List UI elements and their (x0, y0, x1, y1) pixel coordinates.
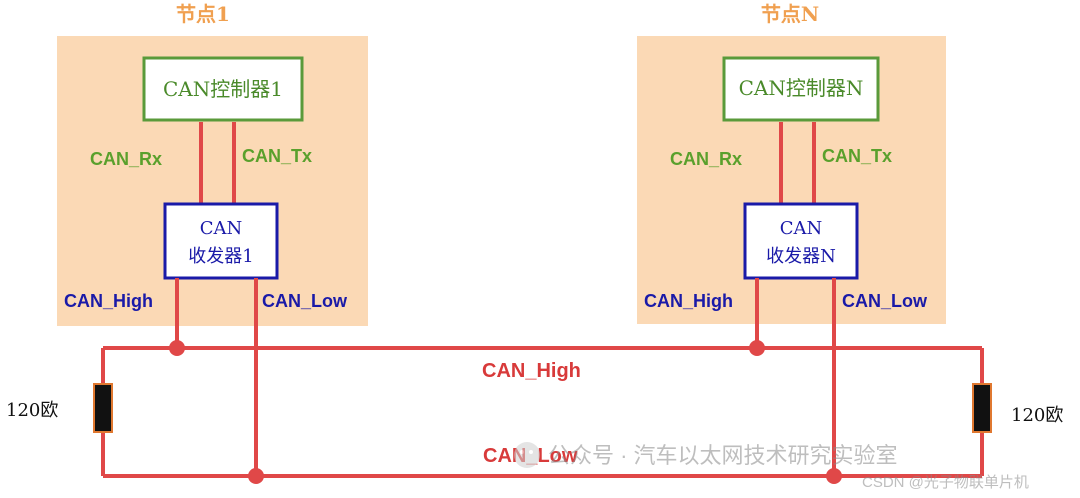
junction-node-1-low (248, 468, 264, 484)
node-1-tx-label: CAN_Tx (242, 146, 312, 166)
bus-high-label: CAN_High (482, 360, 581, 382)
node-1: 节点1 CAN控制器1 CAN_Rx CAN_Tx CAN 收发器1 CAN_H… (57, 2, 368, 326)
can-controller-1-label: CAN控制器1 (163, 77, 283, 101)
node-1-title: 节点1 (176, 2, 230, 26)
can-controller-1 (142, 56, 304, 122)
node-1-rx-label: CAN_Rx (90, 149, 162, 169)
watermark-line-2: CSDN @光子物联单片机 (862, 474, 1029, 491)
left-resistor (93, 383, 113, 433)
can-transceiver-n-line1: CAN (780, 218, 823, 239)
can-controller-n-label: CAN控制器N (739, 76, 864, 100)
node-n-low-label: CAN_Low (842, 291, 928, 311)
left-resistor-label: 120欧 (6, 400, 58, 421)
can-controller-n (722, 56, 880, 122)
wechat-icon (514, 442, 540, 468)
node-n: 节点N CAN控制器N CAN_Rx CAN_Tx CAN 收发器N CAN_H… (637, 2, 946, 324)
can-transceiver-1-line2: 收发器1 (188, 246, 253, 267)
watermark-line-1: 公众号 · 汽车以太网技术研究实验室 (548, 443, 898, 468)
node-1-high-label: CAN_High (64, 291, 153, 311)
can-transceiver-n-line2: 收发器N (766, 246, 836, 267)
junction-node-n-low (826, 468, 842, 484)
junction-node-n-high (749, 340, 765, 356)
right-resistor (972, 383, 992, 433)
right-resistor-label: 120欧 (1011, 405, 1063, 426)
junction-node-1-high (169, 340, 185, 356)
can-transceiver-1 (163, 202, 279, 280)
wechat-icon-eye-left (520, 450, 524, 454)
node-n-high-label: CAN_High (644, 291, 733, 311)
watermark: 公众号 · 汽车以太网技术研究实验室 CSDN @光子物联单片机 (514, 442, 1029, 491)
can-transceiver-n (743, 202, 859, 280)
wechat-icon-eye-right (529, 450, 533, 454)
node-n-title: 节点N (761, 2, 819, 26)
can-transceiver-1-line1: CAN (200, 218, 243, 239)
node-1-low-label: CAN_Low (262, 291, 348, 311)
node-n-rx-label: CAN_Rx (670, 149, 742, 169)
node-n-tx-label: CAN_Tx (822, 146, 892, 166)
